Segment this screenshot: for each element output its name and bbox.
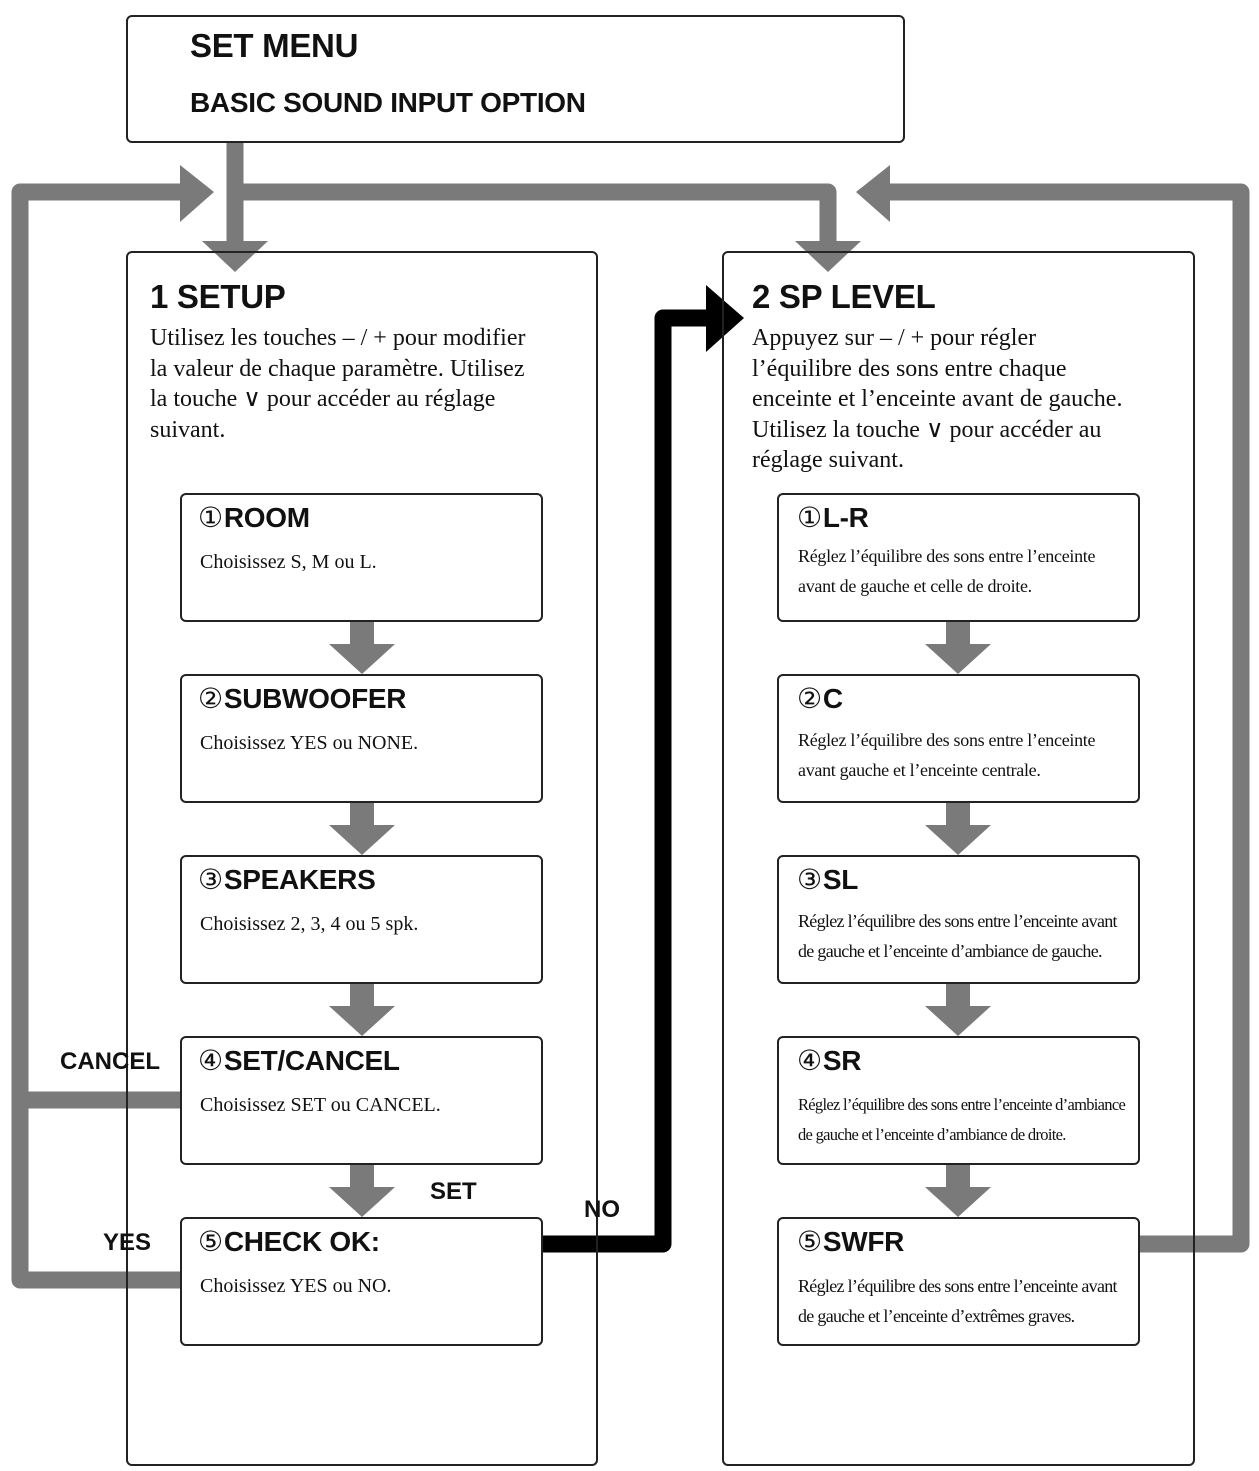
cancel-loop-arrowhead (180, 165, 214, 222)
cancel-label: CANCEL (60, 1048, 160, 1075)
set-menu-box: SET MENU BASIC SOUND INPUT OPTION (126, 15, 905, 143)
step-description: Réglez l’équilibre des sons entre l’ence… (798, 1276, 1118, 1326)
step-title: ①ROOM (198, 502, 310, 533)
sp-level-section (722, 251, 1195, 1466)
setup-section (126, 251, 598, 1466)
sp-step-swfr: ⑤SWFR Réglez l’équilibre des sons entre … (777, 1217, 1140, 1346)
sp-step-sr: ④SR Réglez l’équilibre des sons entre l’… (777, 1036, 1140, 1165)
setup-title: 1 SETUP (150, 278, 286, 315)
sp-step-c: ②C Réglez l’équilibre des sons entre l’e… (777, 674, 1140, 803)
step-title: ④SET/CANCEL (198, 1045, 400, 1076)
sp-step-l-r: ①L-R Réglez l’équilibre des sons entre l… (777, 493, 1140, 622)
sp-step-sl: ③SL Réglez l’équilibre des sons entre l’… (777, 855, 1140, 984)
setup-step-subwoofer: ②SUBWOOFER Choisissez YES ou NONE. (180, 674, 543, 803)
setup-step-room: ①ROOM Choisissez S, M ou L. (180, 493, 543, 622)
setup-step-set-cancel: ④SET/CANCEL Choisissez SET ou CANCEL. (180, 1036, 543, 1165)
yes-label: YES (103, 1229, 152, 1256)
step-title: ③SL (797, 864, 858, 895)
step-description: Choisissez 2, 3, 4 ou 5 spk. (200, 913, 419, 935)
no-path-arrowhead (706, 285, 744, 352)
step-title: ④SR (797, 1045, 862, 1076)
step-description: Choisissez SET ou CANCEL. (200, 1094, 441, 1116)
step-description: Réglez l’équilibre des sons entre l’ence… (798, 730, 1096, 780)
sp-level-title: 2 SP LEVEL (752, 278, 936, 315)
step-title: ⑤SWFR (797, 1226, 905, 1257)
setup-step-arrow (329, 622, 395, 674)
step-title: ①L-R (797, 502, 869, 533)
step-description: Choisissez YES ou NONE. (200, 732, 419, 754)
menu-title: SET MENU (190, 27, 359, 64)
setup-step-check-ok: ⑤CHECK OK: Choisissez YES ou NO. (180, 1217, 543, 1346)
setup-step-arrow (329, 1165, 395, 1217)
step-description: Réglez l’équilibre des sons entre l’ence… (798, 1095, 1126, 1144)
step-description: Choisissez S, M ou L. (200, 551, 377, 573)
step-title: ②SUBWOOFER (198, 683, 407, 714)
setup-description: Utilisez les touches – / + pour modifier… (150, 325, 526, 443)
sp-level-step-arrow (925, 984, 991, 1036)
no-label: NO (584, 1196, 620, 1223)
setup-step-arrow (329, 803, 395, 855)
cancel-loop-line (11, 183, 182, 1109)
step-description: Réglez l’équilibre des sons entre l’ence… (798, 911, 1118, 961)
menu-to-splevel-arrowhead (795, 241, 861, 272)
swfr-loop-arrowhead (856, 165, 890, 222)
set-label: SET (430, 1178, 477, 1205)
sp-level-step-arrow (925, 803, 991, 855)
step-title: ③SPEAKERS (198, 864, 376, 895)
step-description: Choisissez YES ou NO. (200, 1275, 392, 1297)
step-title: ⑤CHECK OK: (198, 1226, 380, 1257)
setup-step-speakers: ③SPEAKERS Choisissez 2, 3, 4 ou 5 spk. (180, 855, 543, 984)
step-title: ②C (797, 683, 843, 714)
menu-to-setup-arrowhead (202, 241, 268, 272)
swfr-loop-line (888, 183, 1250, 1253)
setup-step-arrow (329, 984, 395, 1036)
no-path-line (543, 309, 712, 1253)
menu-subtitle: BASIC SOUND INPUT OPTION (190, 87, 586, 118)
step-description: Réglez l’équilibre des sons entre l’ence… (798, 546, 1096, 596)
sp-level-step-arrow (925, 1165, 991, 1217)
menu-to-splevel-line (235, 183, 837, 243)
sp-level-description: Appuyez sur – / + pour régler l’équilibr… (752, 325, 1123, 473)
sp-level-step-arrow (925, 622, 991, 674)
